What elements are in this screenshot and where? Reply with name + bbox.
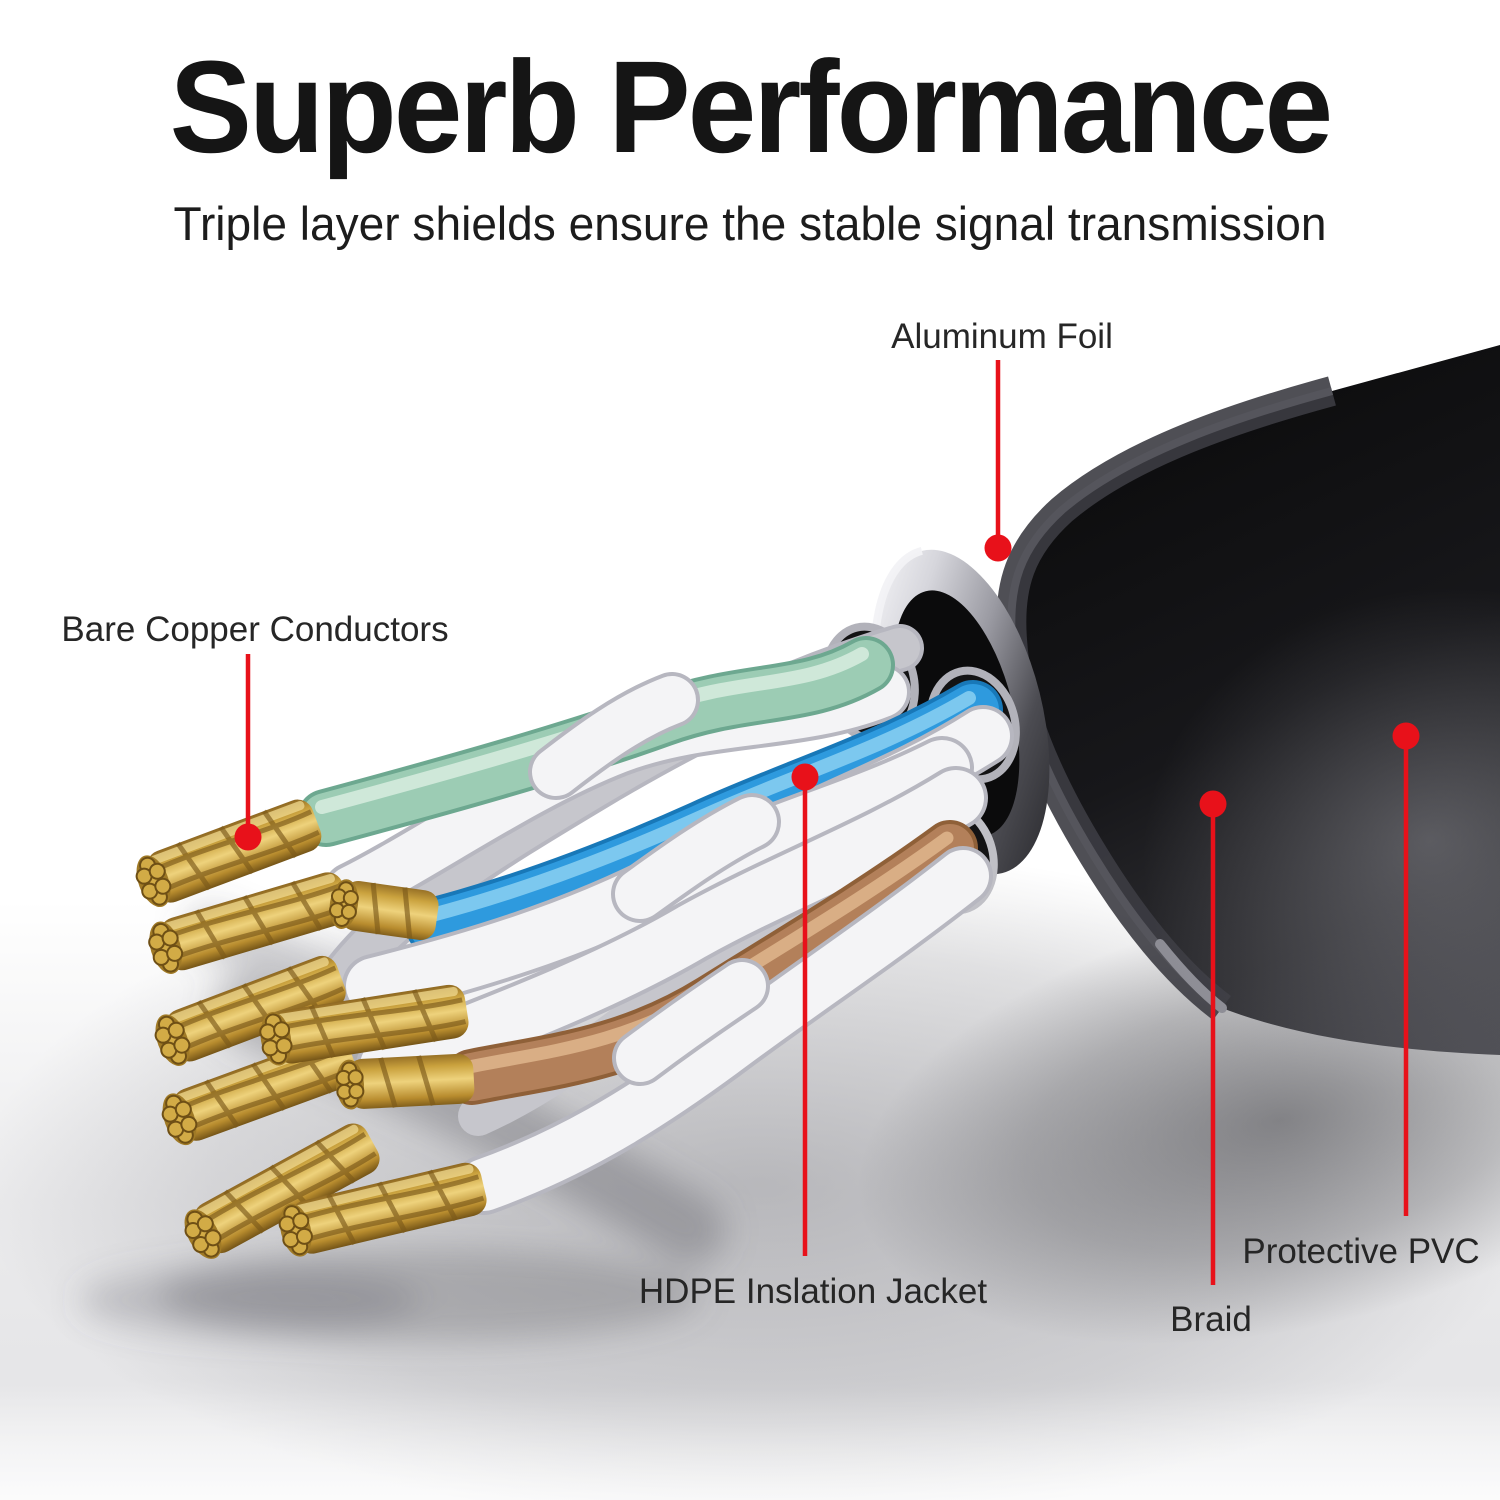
callout-label-protective-pvc: Protective PVC (1242, 1232, 1480, 1271)
copper-tip (154, 955, 346, 1066)
callout-dot-protective-pvc (1392, 722, 1420, 750)
twist-over-brown (616, 962, 766, 1082)
wire-white-brown-partner (458, 850, 989, 1211)
wire-white-center2 (360, 770, 984, 1094)
callout-dot-braid (1199, 790, 1227, 818)
pvc-sheen (1142, 587, 1500, 1093)
copper-tip (161, 1035, 358, 1146)
twist-over-blue (615, 797, 777, 919)
callout-label-braid: Braid (1170, 1300, 1252, 1339)
callout-label-hdpe-insulation: HDPE Inslation Jacket (638, 1272, 988, 1311)
bottom-fade (0, 1390, 1500, 1500)
copper-tip (148, 872, 350, 974)
callout-dot-hdpe (791, 763, 819, 791)
callout-lines (234, 360, 1420, 1285)
page-subtitle: Triple layer shields ensure the stable s… (173, 197, 1327, 250)
callout-dot-aluminum-foil (984, 534, 1012, 562)
copper-tip (335, 1053, 475, 1110)
wire-blue-highlight (425, 691, 976, 922)
callout-dot-bare-copper (234, 823, 262, 851)
copper-tip (329, 879, 439, 941)
twisted-pairs (297, 624, 1014, 1215)
callout-label-aluminum-foil: Aluminum Foil (891, 317, 1113, 356)
twist-over-teal (532, 676, 696, 796)
copper-tip (259, 984, 469, 1066)
page-title: Superb Performance (169, 33, 1333, 180)
copper-tip (184, 1123, 380, 1259)
callout-label-bare-copper: Bare Copper Conductors (61, 610, 449, 649)
copper-tip (278, 1162, 487, 1257)
